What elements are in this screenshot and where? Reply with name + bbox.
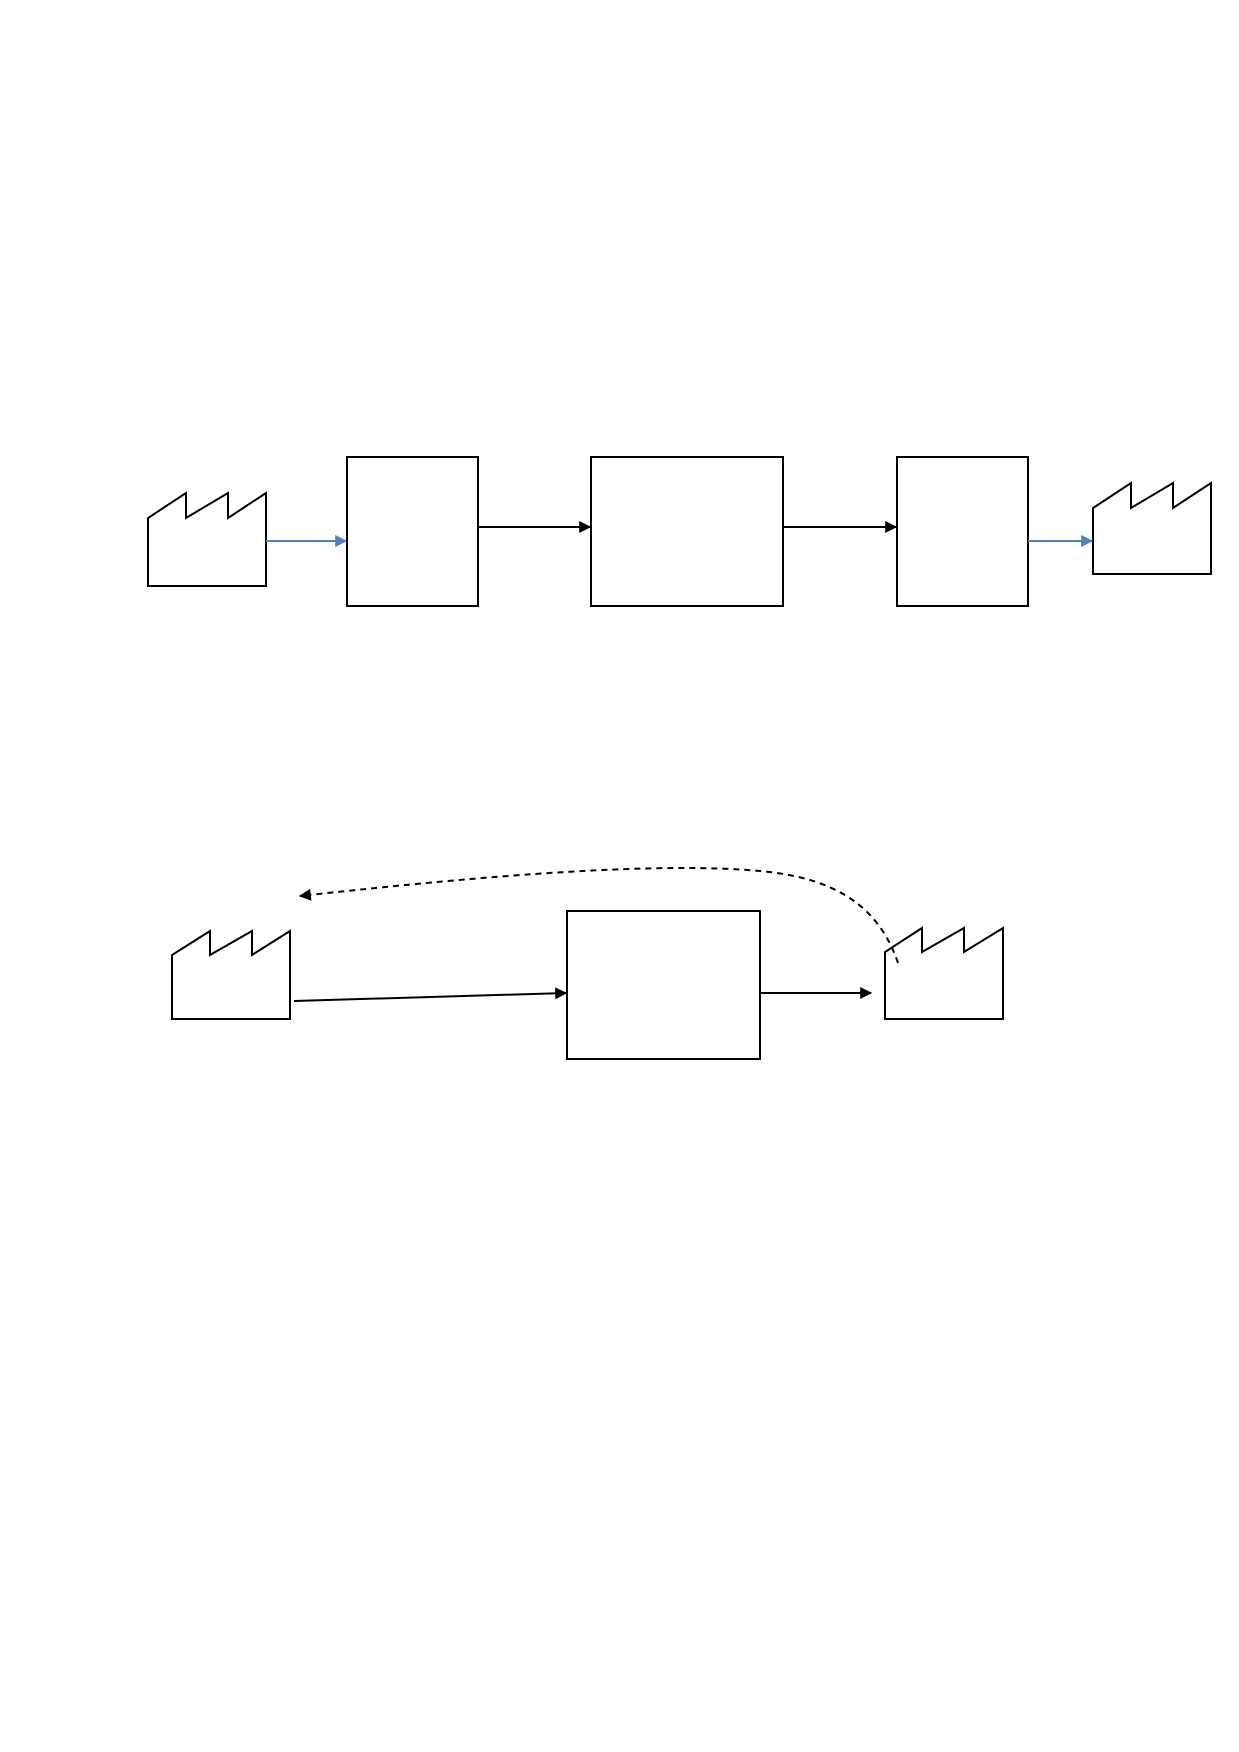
diagram-bottom: [171, 866, 1004, 1060]
process-box-1: [346, 456, 479, 607]
factory-target-bottom-icon: [884, 926, 1004, 1020]
factory-source-top-icon: [147, 491, 267, 587]
diagram-top: [147, 456, 1212, 607]
factory-target-top-icon: [1092, 481, 1212, 575]
edge-feedback-dashed: [298, 866, 899, 964]
edge-factory-to-center-box: [293, 987, 568, 1002]
process-box-3: [896, 456, 1029, 607]
process-box-center: [566, 910, 761, 1060]
process-box-2: [590, 456, 784, 607]
factory-source-bottom-icon: [171, 929, 291, 1020]
